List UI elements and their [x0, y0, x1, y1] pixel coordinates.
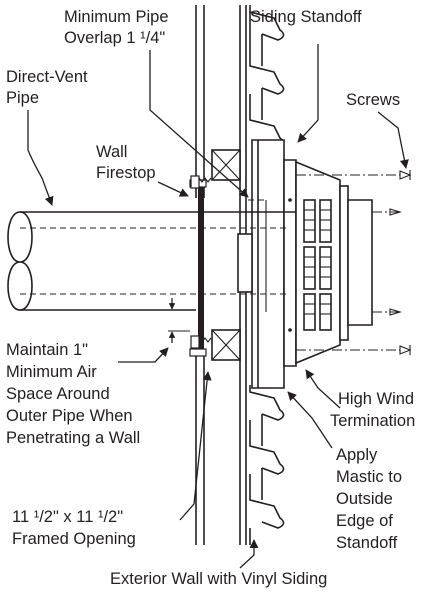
label-apply-line5: Standoff	[336, 534, 398, 552]
firestop-screw-top	[190, 175, 212, 189]
label-screws-group: Screws	[346, 91, 400, 109]
high-wind-termination	[288, 160, 373, 365]
label-direct-vent-line1: Direct-Vent	[6, 68, 88, 86]
label-exterior-wall: Exterior Wall with Vinyl Siding	[110, 570, 327, 588]
label-direct-vent-line2: Pipe	[6, 89, 39, 107]
pipe-overlap-marks	[248, 199, 267, 312]
siding-standoff	[251, 139, 297, 389]
label-wall-firestop: Wall Firestop	[96, 143, 156, 182]
label-maintain-line5: Penetrating a Wall	[6, 429, 140, 447]
leader-lines	[27, 44, 409, 569]
interior-wall-lines	[195, 5, 205, 545]
framed-opening-header	[211, 149, 241, 181]
label-exterior-wall-group: Exterior Wall with Vinyl Siding	[110, 570, 327, 588]
vinyl-siding-upper	[249, 5, 285, 149]
label-screws: Screws	[346, 91, 400, 109]
label-maintain-line1: Maintain 1"	[6, 341, 88, 359]
label-framed-line2: Framed Opening	[12, 530, 136, 548]
label-maintain-line3: Space Around	[6, 385, 110, 403]
label-direct-vent-pipe: Direct-Vent Pipe	[6, 68, 88, 107]
exterior-screws	[296, 170, 412, 355]
label-wall-firestop-line2: Firestop	[96, 164, 156, 182]
framed-opening-sill	[211, 329, 241, 361]
label-wall-firestop-line1: Wall	[96, 143, 127, 161]
label-apply-mastic: Apply Mastic to Outside Edge of Standoff	[336, 446, 402, 552]
label-apply-line3: Outside	[336, 490, 393, 508]
label-siding-standoff: Siding Standoff	[250, 8, 362, 26]
air-space-dimension	[168, 298, 190, 343]
label-high-wind-line2: Termination	[330, 412, 415, 430]
vinyl-siding-lower	[249, 385, 285, 545]
label-high-wind-line1: High Wind	[338, 390, 414, 408]
wall-firestop-plate	[189, 179, 207, 357]
label-framed-opening: 11 ¹/2" x 11 ¹/2" Framed Opening	[12, 508, 136, 548]
label-maintain-air-space: Maintain 1" Minimum Air Space Around Out…	[6, 341, 140, 447]
label-siding-standoff-group: Siding Standoff	[250, 8, 362, 26]
firestop-screw-bottom	[190, 335, 212, 349]
label-min-overlap-line1: Minimum Pipe	[64, 8, 169, 26]
label-min-overlap-line2: Overlap 1 ¹/4"	[64, 29, 165, 47]
label-apply-line4: Edge of	[336, 512, 393, 530]
label-maintain-line4: Outer Pipe When	[6, 407, 133, 425]
termination-louvers	[303, 199, 332, 331]
label-apply-line2: Mastic to	[336, 468, 402, 486]
label-framed-line1: 11 ¹/2" x 11 ¹/2"	[12, 508, 123, 526]
direct-vent-pipe	[7, 211, 296, 311]
label-apply-line1: Apply	[336, 446, 378, 464]
label-maintain-line2: Minimum Air	[6, 363, 97, 381]
label-minimum-pipe-overlap: Minimum Pipe Overlap 1 ¹/4"	[64, 8, 169, 47]
label-high-wind-termination: High Wind Termination	[330, 390, 415, 430]
